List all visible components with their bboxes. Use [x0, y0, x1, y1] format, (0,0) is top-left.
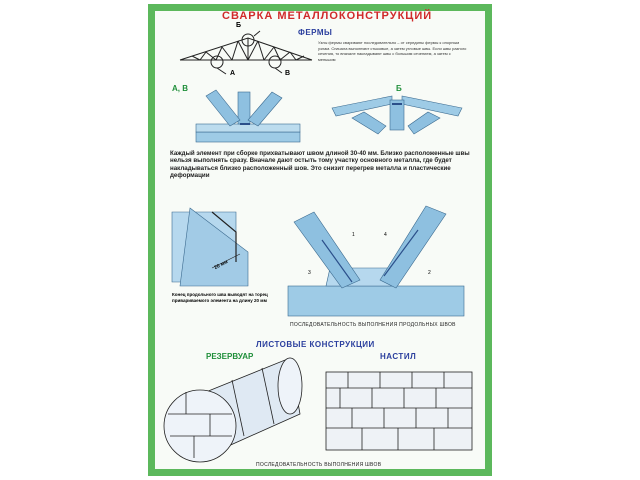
- weld-end-detail: [171, 207, 249, 287]
- truss-label-b: Б: [236, 22, 242, 29]
- tank-cylinder: [163, 357, 303, 463]
- node-b-label: Б: [396, 84, 402, 93]
- deck-label: НАСТИЛ: [380, 352, 417, 361]
- main-instruction: Каждый элемент при сборке прихватывают ш…: [170, 150, 470, 180]
- joint-num-4: 4: [384, 232, 387, 238]
- sheet-heading: ЛИСТОВЫЕ КОНСТРУКЦИИ: [256, 340, 375, 349]
- truss-diagram: [179, 30, 313, 75]
- truss-label-a: А: [230, 70, 236, 77]
- joint-num-1: 1: [352, 232, 355, 238]
- truss-label-v: В: [285, 70, 291, 77]
- longitudinal-welds-joint: [287, 205, 465, 317]
- joint-num-3: 3: [308, 270, 311, 276]
- joint-num-2: 2: [428, 270, 431, 276]
- trusses-heading: ФЕРМЫ: [298, 28, 333, 37]
- truss-note: Узлы фермы сваривают последовательно – о…: [318, 40, 467, 62]
- node-av-drawing: [195, 89, 301, 143]
- joint-caption: ПОСЛЕДОВАТЕЛЬНОСТЬ ВЫПОЛНЕНИЯ ПРОДОЛЬНЫХ…: [290, 322, 456, 328]
- sheet-caption: ПОСЛЕДОВАТЕЛЬНОСТЬ ВЫПОЛНЕНИЯ ШВОВ: [256, 462, 382, 468]
- node-b-drawing: [331, 95, 463, 135]
- deck-grid: [325, 371, 473, 451]
- node-av-label: А, В: [172, 84, 188, 93]
- tank-label: РЕЗЕРВУАР: [206, 352, 254, 361]
- detail-caption: Конец продольного шва выводят на торец п…: [172, 292, 268, 303]
- poster-title: СВАРКА МЕТАЛЛОКОНСТРУКЦИЙ: [222, 10, 433, 22]
